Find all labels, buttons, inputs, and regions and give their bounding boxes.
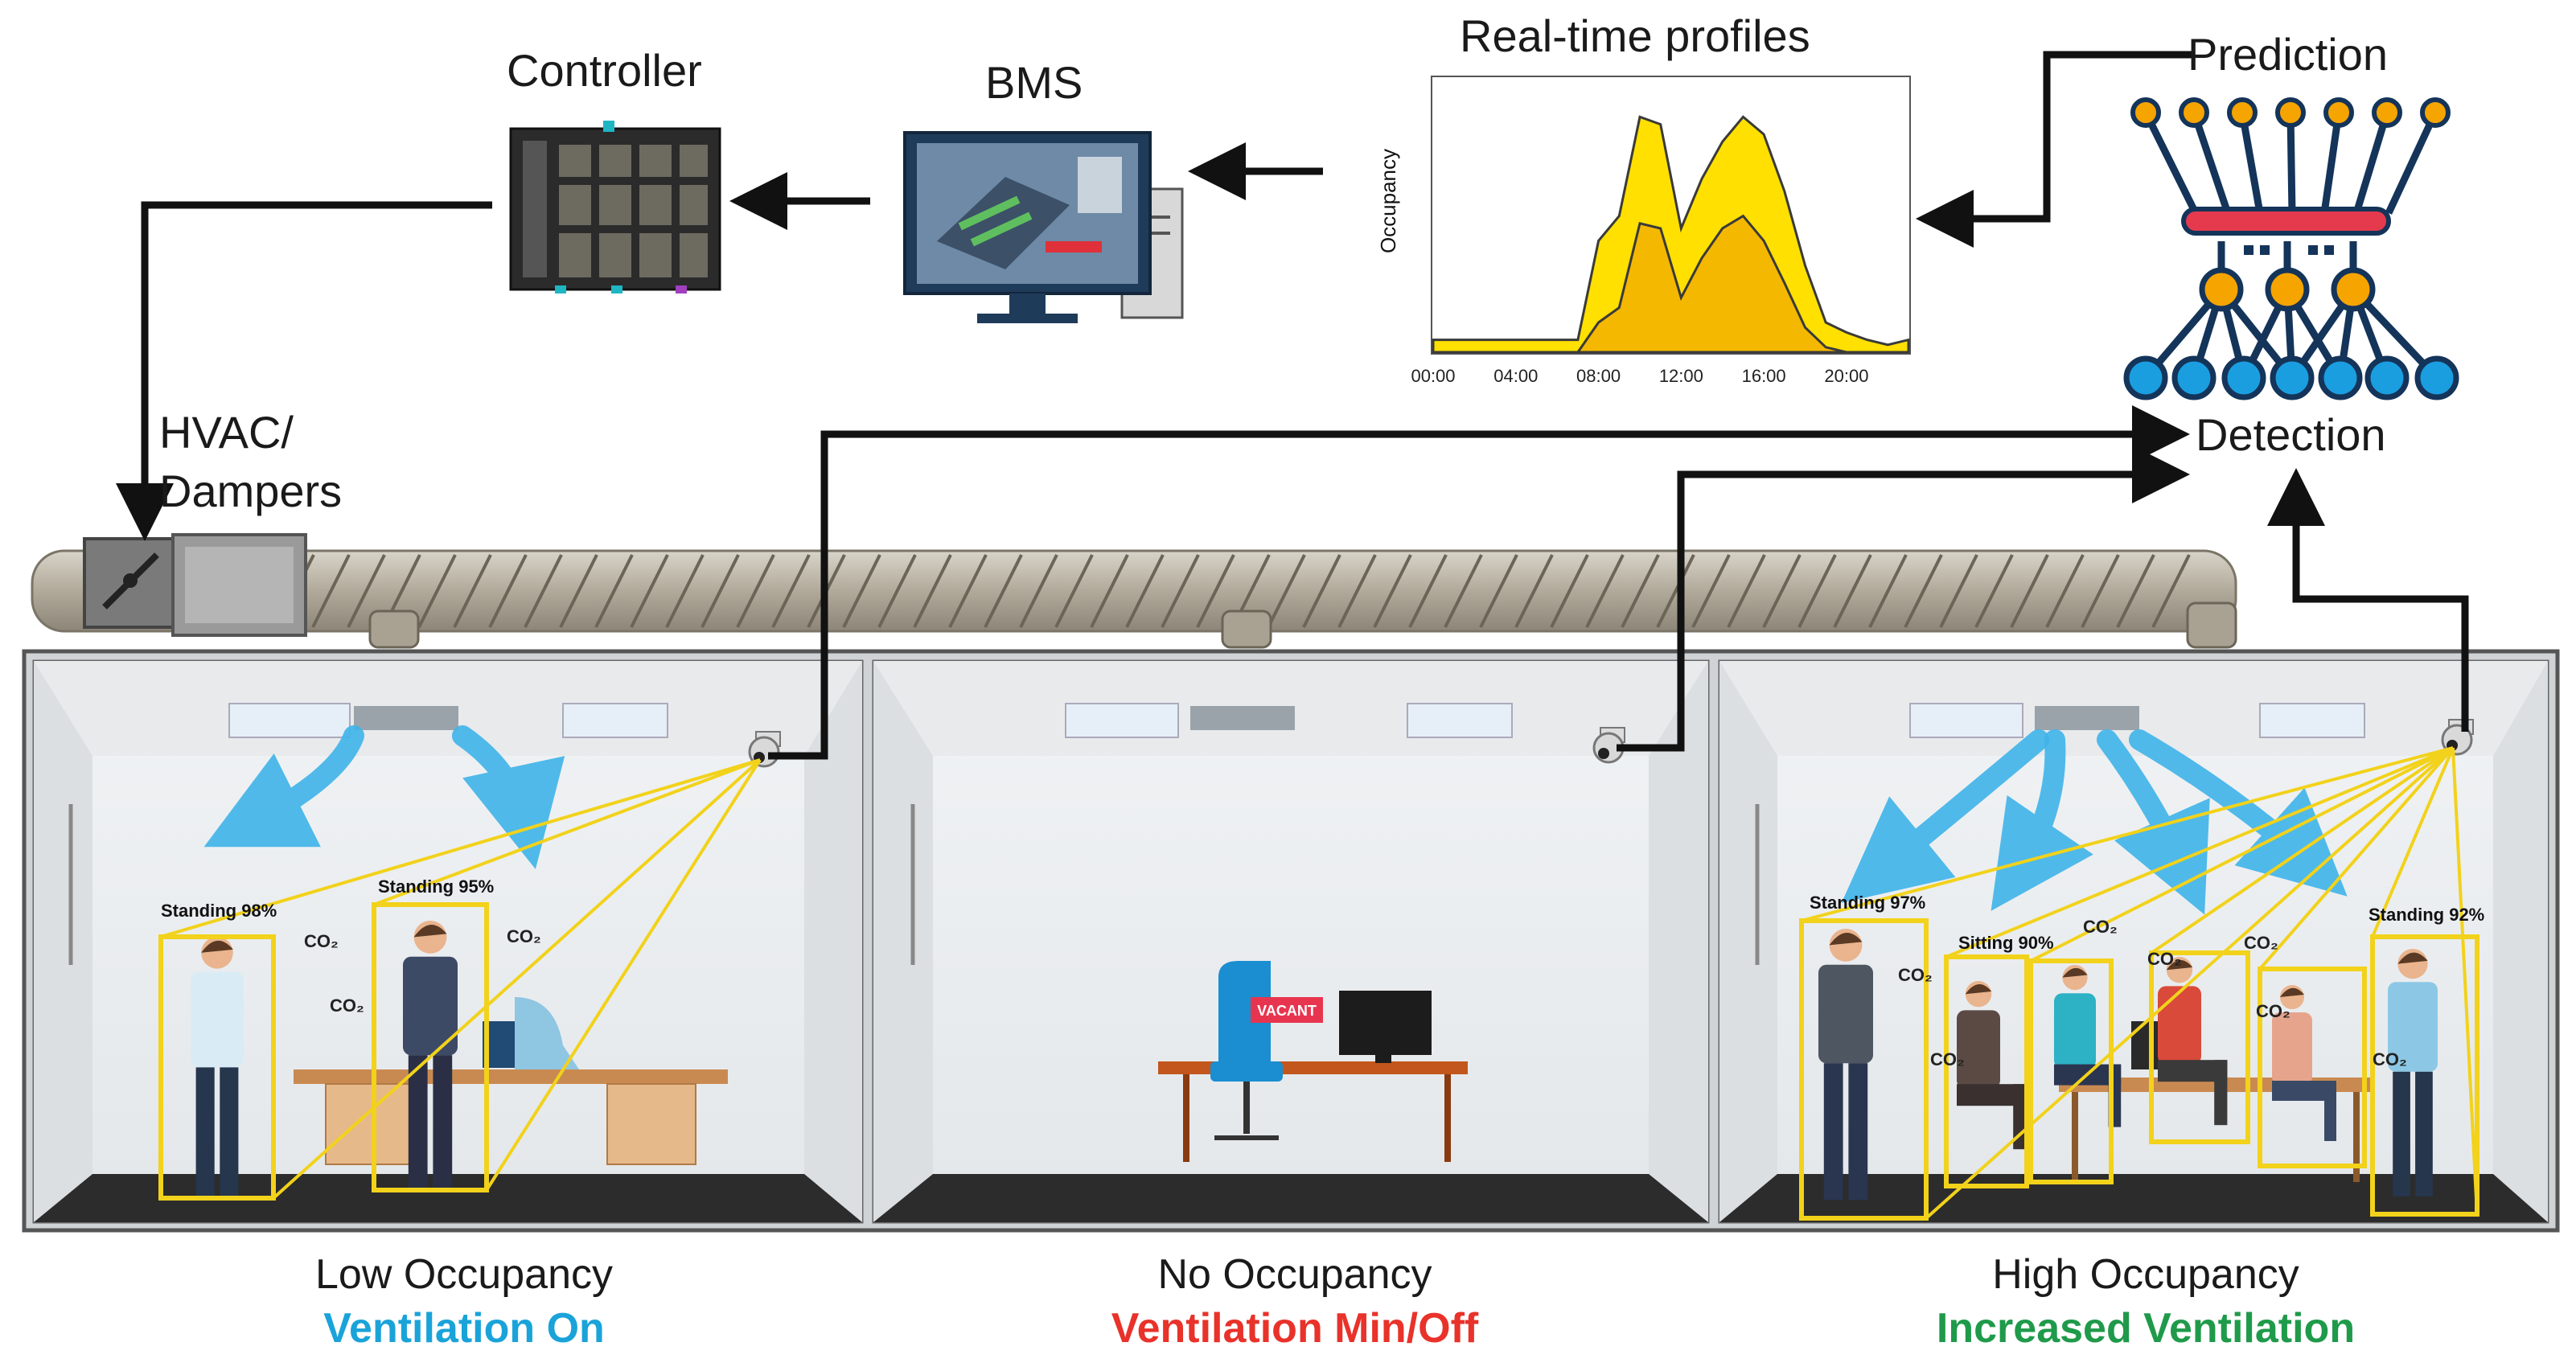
camera-icon bbox=[1592, 727, 1625, 764]
arrow-controller-to-hvac bbox=[116, 201, 492, 541]
chart-xtick-label: 00:00 bbox=[1411, 366, 1455, 386]
person bbox=[2054, 965, 2122, 1127]
airflow-arrow bbox=[203, 725, 364, 848]
network-node bbox=[2414, 355, 2459, 400]
detection-box bbox=[372, 902, 489, 1192]
network-node bbox=[2123, 355, 2168, 400]
ventilation-duct bbox=[31, 549, 2237, 649]
network-node bbox=[2364, 355, 2410, 400]
detection-box bbox=[1944, 954, 2029, 1188]
co2-label: CO₂ bbox=[507, 926, 541, 946]
network-bar bbox=[2181, 207, 2391, 236]
neural-network-icon bbox=[2123, 97, 2459, 400]
person bbox=[191, 937, 244, 1201]
chart-xtick-label: 04:00 bbox=[1493, 366, 1538, 386]
room3-status: Increased Ventilation bbox=[1936, 1305, 2356, 1352]
detection-box bbox=[1799, 918, 1929, 1221]
damper-icon bbox=[83, 537, 175, 629]
dampers-label: Dampers bbox=[159, 466, 343, 516]
network-node bbox=[2270, 355, 2315, 400]
network-node bbox=[2331, 267, 2376, 312]
network-node bbox=[2323, 97, 2354, 128]
co2-label: CO₂ bbox=[330, 995, 364, 1016]
arrow-camera3-to-detection bbox=[2267, 468, 2469, 732]
person bbox=[2158, 957, 2228, 1126]
person bbox=[403, 921, 458, 1192]
network-node bbox=[2199, 267, 2244, 312]
network-node bbox=[2372, 97, 2402, 128]
person bbox=[1818, 929, 1873, 1201]
chart-xtick-label: 20:00 bbox=[1824, 366, 1868, 386]
bms-monitor-icon bbox=[903, 131, 1184, 323]
controller-label: Controller bbox=[507, 45, 702, 96]
flow-arrows bbox=[116, 51, 2469, 760]
detection-box bbox=[2370, 934, 2479, 1217]
room2-caption: No Occupancy bbox=[1157, 1251, 1432, 1298]
co2-label: CO₂ bbox=[2147, 949, 2182, 969]
network-node bbox=[2130, 97, 2161, 128]
co2-label: CO₂ bbox=[2256, 1001, 2290, 1021]
arrow-camera2-to-detection bbox=[1617, 445, 2190, 752]
detection-label: Sitting 90% bbox=[1958, 933, 2054, 953]
chart-xtick-label: 08:00 bbox=[1576, 366, 1621, 386]
chart-series-2 bbox=[1433, 214, 1908, 354]
vacant-desk bbox=[1158, 961, 1468, 1162]
chart-xtick-label: 12:00 bbox=[1659, 366, 1703, 386]
desk bbox=[294, 997, 728, 1165]
hvac-label: HVAC/ bbox=[159, 407, 294, 458]
co2-label: CO₂ bbox=[2373, 1049, 2407, 1069]
realtime-profiles-label: Real-time profiles bbox=[1460, 10, 1810, 61]
network-node bbox=[2265, 267, 2310, 312]
room3-caption: High Occupancy bbox=[1992, 1251, 2299, 1298]
network-node bbox=[2420, 97, 2451, 128]
detection-box bbox=[158, 934, 276, 1201]
co2-label: CO₂ bbox=[1898, 965, 1933, 985]
co2-label: CO₂ bbox=[304, 931, 339, 951]
svg-text:VACANT: VACANT bbox=[1257, 1003, 1317, 1019]
airflow-arrow bbox=[452, 725, 565, 869]
airflow-arrow bbox=[2129, 729, 2348, 897]
room-no-occupancy bbox=[872, 659, 1710, 1224]
network-node bbox=[2227, 97, 2258, 128]
network-node bbox=[2221, 355, 2266, 400]
rooms bbox=[22, 649, 2560, 1233]
chart-xtick-label: 16:00 bbox=[1742, 366, 1786, 386]
co2-label: CO₂ bbox=[1930, 1049, 1965, 1069]
arrow-prediction-to-profiles bbox=[1916, 51, 2192, 248]
airflow-arrow bbox=[2097, 729, 2210, 915]
network-node bbox=[2275, 97, 2306, 128]
person bbox=[1957, 981, 2027, 1150]
person bbox=[2272, 985, 2336, 1141]
vacant-sign: VACANT bbox=[1251, 997, 1323, 1023]
room2-status: Ventilation Min/Off bbox=[1111, 1305, 1479, 1352]
prediction-label: Prediction bbox=[2188, 29, 2389, 80]
hvac-unit bbox=[171, 533, 307, 637]
detection-label: Standing 98% bbox=[161, 901, 277, 921]
arrow-camera1-to-detection bbox=[768, 405, 2190, 760]
network-node bbox=[2171, 355, 2217, 400]
bms-label: BMS bbox=[985, 57, 1083, 108]
detection-label: Standing 92% bbox=[2369, 905, 2484, 925]
detection-box bbox=[2149, 950, 2250, 1144]
room1-caption: Low Occupancy bbox=[315, 1251, 613, 1298]
network-node bbox=[2318, 355, 2363, 400]
airflow-arrow bbox=[1841, 729, 2049, 903]
detection-label: Standing 97% bbox=[1810, 893, 1925, 913]
detection-box bbox=[2028, 958, 2114, 1184]
person bbox=[2388, 949, 2438, 1197]
detection-label: Detection bbox=[2196, 409, 2386, 460]
detection-box bbox=[2258, 967, 2367, 1168]
chart-ylabel: Occupancy bbox=[1376, 149, 1400, 253]
controller-icon bbox=[509, 121, 721, 293]
network-node bbox=[2179, 97, 2209, 128]
co2-label: CO₂ bbox=[2083, 917, 2118, 937]
detection-label: Standing 95% bbox=[378, 876, 494, 897]
co2-label: CO₂ bbox=[2244, 933, 2278, 953]
realtime-profile-chart: 00:00 04:00 08:00 12:00 16:00 20:00 Occupancy bbox=[1376, 76, 1911, 386]
room1-status: Ventilation On bbox=[323, 1305, 605, 1352]
